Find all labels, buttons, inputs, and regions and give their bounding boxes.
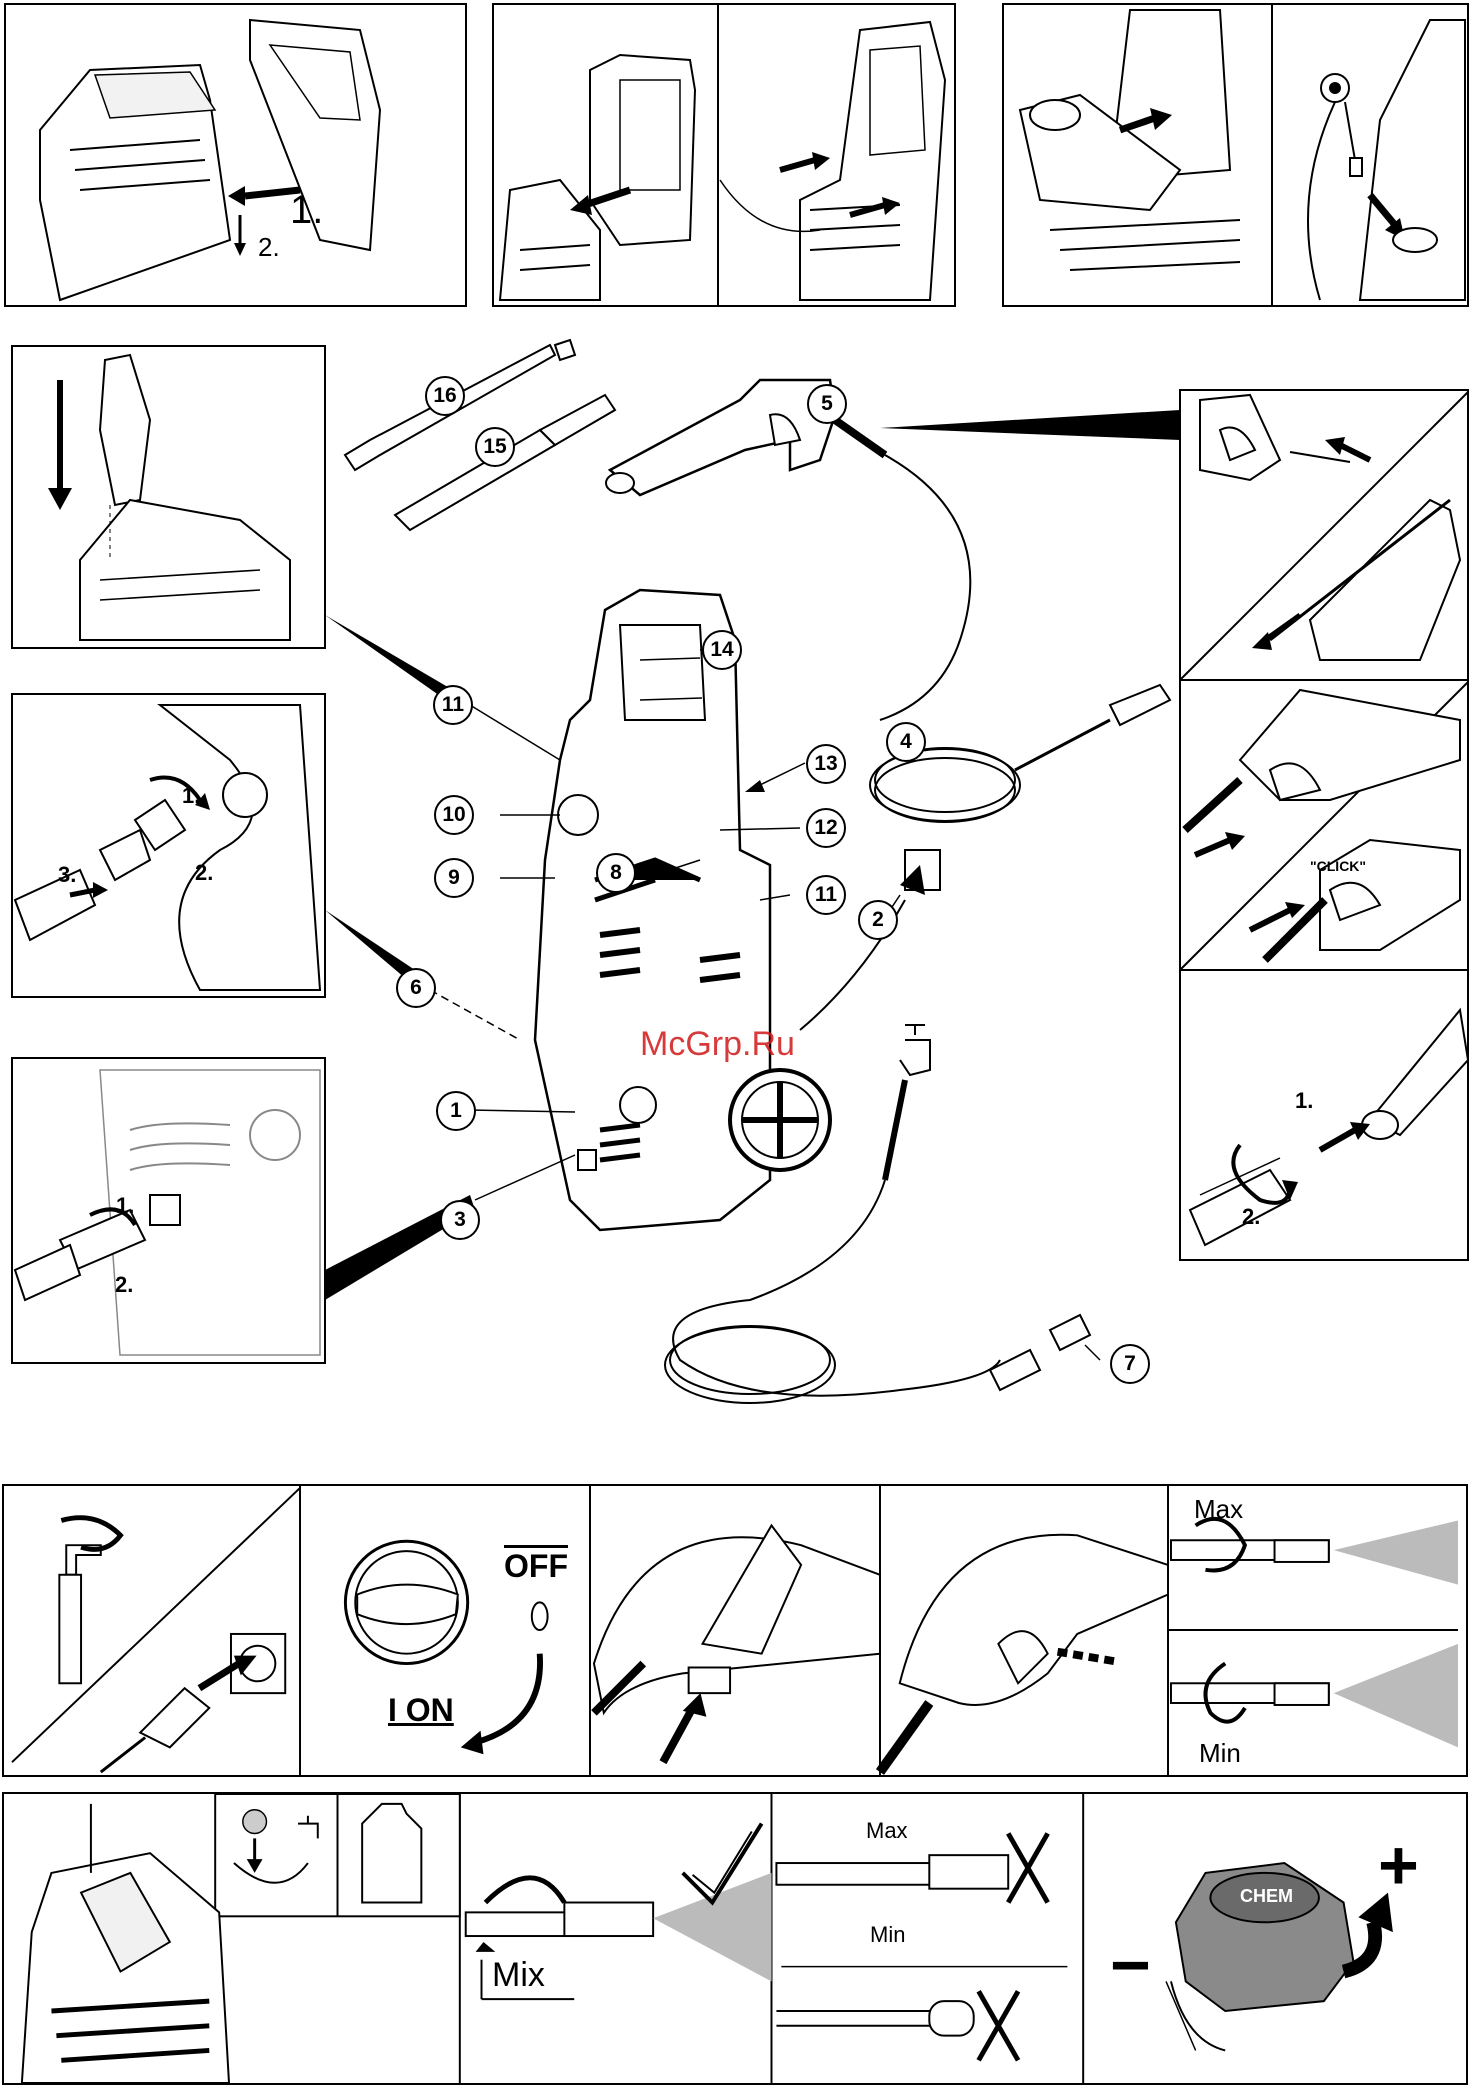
step-label: 3. xyxy=(58,862,76,888)
callout-12: 12 xyxy=(806,808,846,848)
step-label: 2. xyxy=(195,860,213,886)
max-label: Max xyxy=(866,1818,908,1844)
step-label: 1. xyxy=(1295,1088,1313,1114)
mix-label: Mix xyxy=(492,1956,545,1995)
callout-15: 15 xyxy=(475,427,515,467)
chem-label: CHEM xyxy=(1240,1886,1293,1907)
callout-16: 16 xyxy=(425,376,465,416)
step-label: 2. xyxy=(258,232,280,263)
callout-8: 8 xyxy=(596,853,636,893)
callout-5: 5 xyxy=(807,384,847,424)
step-label: 1. xyxy=(290,188,323,233)
max-pressure-label: Max xyxy=(1194,1494,1243,1525)
min-label: Min xyxy=(870,1922,905,1948)
click-label: "CLICK" xyxy=(1310,858,1366,874)
bottom-row-1: OFF I ON Max Min xyxy=(2,1484,1468,1777)
switch-off-label: OFF xyxy=(504,1548,568,1585)
callout-2: 2 xyxy=(858,900,898,940)
callout-13: 13 xyxy=(806,744,846,784)
step-label: 1. xyxy=(116,1193,134,1219)
step-label: 2. xyxy=(115,1272,133,1298)
callout-7: 7 xyxy=(1110,1344,1150,1384)
callout-9: 9 xyxy=(434,858,474,898)
callout-11: 11 xyxy=(806,875,846,915)
callout-14: 14 xyxy=(702,630,742,670)
min-pressure-label: Min xyxy=(1199,1738,1241,1769)
plus-sign: + xyxy=(1378,1830,1419,1900)
bottom-row-2: CHEM Mix Max Min − + xyxy=(2,1792,1468,2085)
watermark-text: McGrp.Ru xyxy=(640,1025,795,1064)
callout-4: 4 xyxy=(886,722,926,762)
step-label: 2. xyxy=(1242,1204,1260,1230)
callout-3: 3 xyxy=(440,1200,480,1240)
step-label: 1. xyxy=(182,783,200,809)
callout-11: 11 xyxy=(433,685,473,725)
operation-steps-illustration xyxy=(4,1486,1466,1775)
minus-sign: − xyxy=(1110,1930,1151,2000)
main-assembly-illustration xyxy=(0,0,1472,1460)
callout-10: 10 xyxy=(434,795,474,835)
switch-on-label: I ON xyxy=(388,1692,454,1729)
callout-1: 1 xyxy=(436,1091,476,1131)
callout-6: 6 xyxy=(396,968,436,1008)
detergent-steps-illustration xyxy=(4,1794,1466,2083)
